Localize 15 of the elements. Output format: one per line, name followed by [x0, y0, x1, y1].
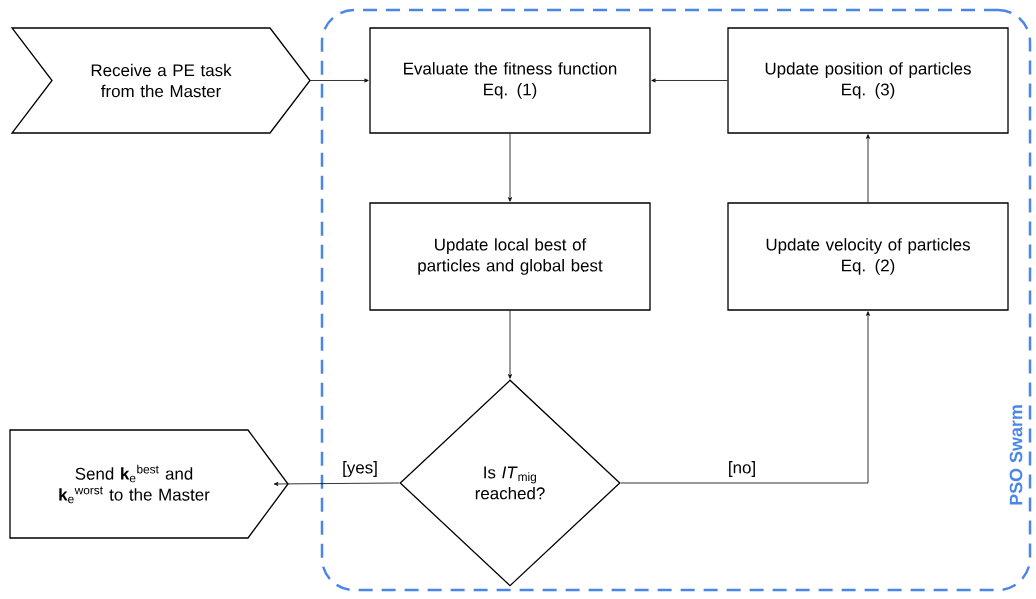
arrow [309, 78, 369, 83]
arrow [508, 133, 512, 202]
process-box: Update local best of particles and global best [369, 202, 651, 311]
task-chevron: Receive a PE task from the Master [10, 27, 311, 134]
arrow [273, 482, 400, 486]
arrow [651, 78, 728, 83]
output-pentagon: Send k$_{e}$$^{best}$ and k$_{e}$$^{worst}$ to the Master [9, 429, 289, 539]
edge-label: [no] [726, 460, 758, 478]
process-box: Evaluate the fitness function Eq. (1) [369, 27, 651, 134]
arrow [866, 134, 870, 203]
process-box: Update velocity of particles Eq. (2) [727, 202, 1009, 311]
edge-label: [yes] [341, 460, 379, 478]
process-box: Update position of particles Eq. (3) [727, 27, 1009, 134]
arrow [508, 310, 512, 379]
arrow [620, 311, 870, 484]
